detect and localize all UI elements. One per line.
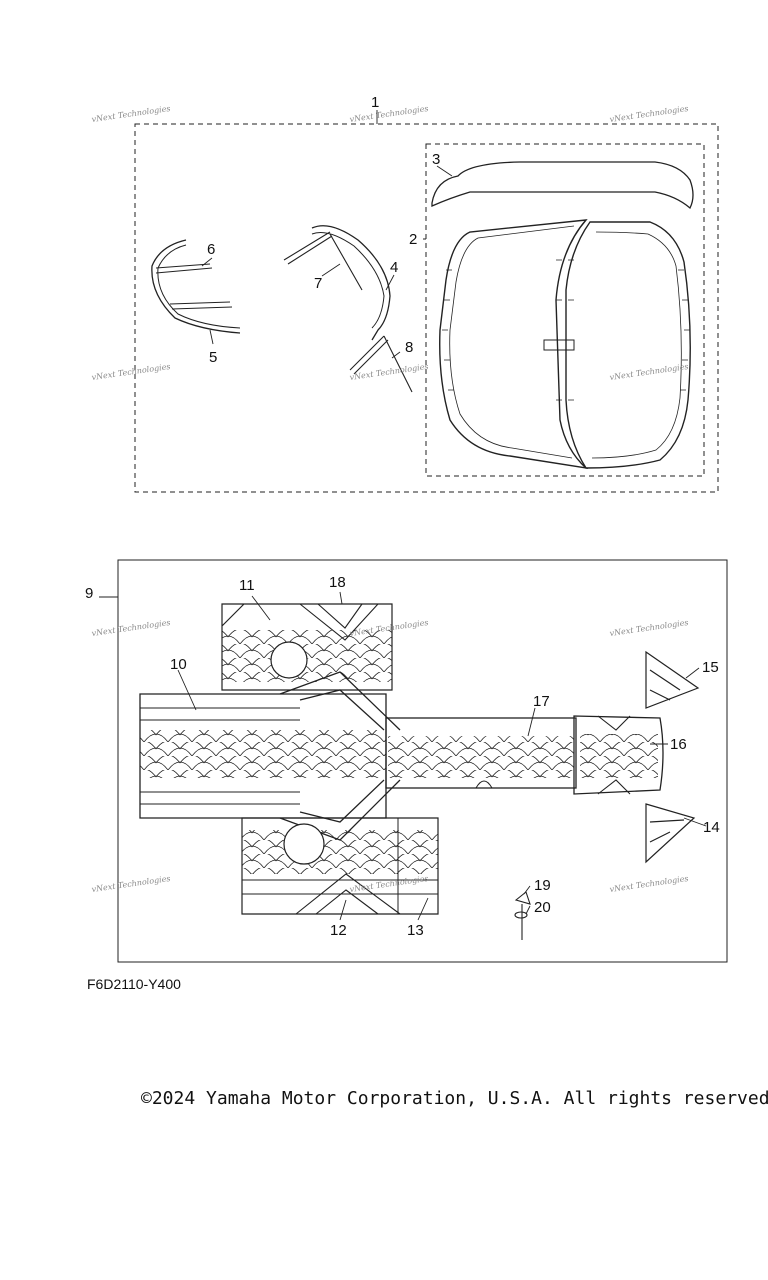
part-6-rod-lower xyxy=(169,301,233,310)
part-16-chevron xyxy=(597,715,631,795)
part-2-cover-left xyxy=(439,219,589,470)
watermark-7: vNext Technologies xyxy=(91,618,171,638)
part-2-cover-right-inner xyxy=(591,231,682,459)
part-17-scale-fill xyxy=(388,736,574,778)
part-10-stripes xyxy=(140,707,300,805)
watermark-5: vNext Technologies xyxy=(349,362,429,382)
part-5-frame-inner xyxy=(157,244,241,329)
callout-9[interactable]: 9 xyxy=(85,585,93,602)
callout-3[interactable]: 3 xyxy=(432,151,440,168)
part-11-hole xyxy=(270,641,308,679)
part-7-rod-upper xyxy=(283,231,363,291)
watermark-1: vNext Technologies xyxy=(91,104,171,124)
watermark-10: vNext Technologies xyxy=(91,874,171,894)
callout-16[interactable]: 16 xyxy=(670,736,687,753)
watermark-9: vNext Technologies xyxy=(609,618,689,638)
part-10-chevron xyxy=(279,671,401,841)
part-12-chevron xyxy=(295,873,401,915)
callout-19[interactable]: 19 xyxy=(534,877,551,894)
callout-11[interactable]: 11 xyxy=(239,577,255,594)
callout-13[interactable]: 13 xyxy=(407,922,424,939)
callout-12[interactable]: 12 xyxy=(330,922,347,939)
part-2-cover-right xyxy=(565,221,691,469)
callout-5[interactable]: 5 xyxy=(209,349,217,366)
part-6-rod-upper xyxy=(155,263,213,274)
watermark-2: vNext Technologies xyxy=(349,104,429,124)
watermark-6: vNext Technologies xyxy=(609,362,689,382)
kit-outline-1 xyxy=(134,123,719,493)
leader-lines xyxy=(99,110,707,921)
part-2-fastener-marks xyxy=(442,259,690,401)
callout-4[interactable]: 4 xyxy=(390,259,398,276)
callout-8[interactable]: 8 xyxy=(405,339,413,356)
part-2-cover-left-inner xyxy=(449,225,575,459)
callout-14[interactable]: 14 xyxy=(703,819,720,836)
part-12-hole xyxy=(283,823,325,865)
part-2-clip xyxy=(543,339,575,351)
callout-labels: 1 2 3 4 5 6 7 8 9 10 11 12 13 14 15 16 1… xyxy=(85,94,720,939)
figure-code: F6D2110-Y400 xyxy=(87,976,181,992)
part-11-chevron xyxy=(299,603,379,641)
part-4-frame-inner xyxy=(311,232,385,329)
kit-outline-2 xyxy=(425,143,705,477)
watermark-4: vNext Technologies xyxy=(91,362,171,382)
top-kit-group xyxy=(134,123,719,493)
callout-15[interactable]: 15 xyxy=(702,659,719,676)
part-20-washer xyxy=(514,911,528,919)
part-19-fastener xyxy=(514,891,531,940)
copyright-text: ©2024 Yamaha Motor Corporation, U.S.A. A… xyxy=(141,1088,768,1109)
part-16-scale-fill xyxy=(580,734,658,778)
part-16-mat xyxy=(573,715,664,795)
part-12-mat xyxy=(241,817,439,915)
part-14-mat xyxy=(645,803,696,864)
callout-18[interactable]: 18 xyxy=(329,574,346,591)
part-13-stripes xyxy=(242,818,438,914)
watermark-3: vNext Technologies xyxy=(609,104,689,124)
callout-17[interactable]: 17 xyxy=(533,693,550,710)
callout-7[interactable]: 7 xyxy=(314,275,322,292)
part-5-frame xyxy=(151,239,241,334)
part-15-mat xyxy=(645,650,700,709)
callout-1[interactable]: 1 xyxy=(371,94,379,111)
callout-10[interactable]: 10 xyxy=(170,656,187,673)
part-4-frame xyxy=(311,225,391,341)
part-3-bar xyxy=(431,161,694,210)
mat-kit-group xyxy=(117,559,728,963)
part-17-mat xyxy=(385,717,577,789)
part-10-scale-fill xyxy=(140,730,386,778)
callout-6[interactable]: 6 xyxy=(207,241,215,258)
mat-kit-frame xyxy=(117,559,728,963)
part-17-notch xyxy=(475,780,493,789)
watermark-11: vNext Technologies xyxy=(349,874,429,894)
callout-20[interactable]: 20 xyxy=(534,899,551,916)
callout-2[interactable]: 2 xyxy=(409,231,417,248)
part-8-rod-lower xyxy=(349,335,413,393)
part-12-scale-fill xyxy=(242,830,438,874)
watermark-12: vNext Technologies xyxy=(609,874,689,894)
